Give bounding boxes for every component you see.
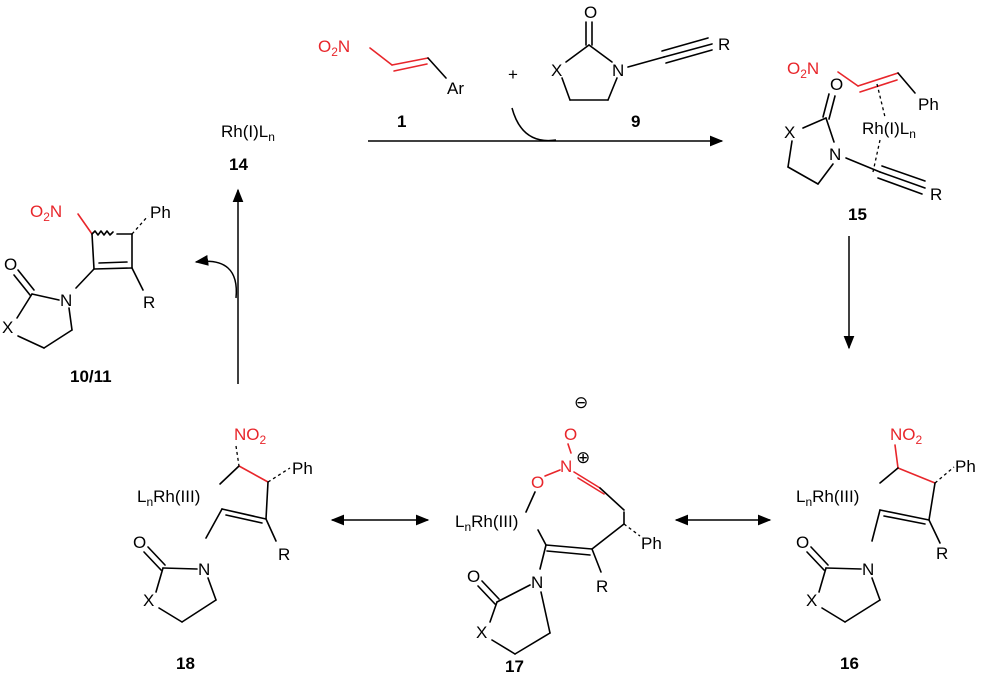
catalyst-14: Rh(I)Ln 14 xyxy=(221,122,275,174)
n-plus-17: N xyxy=(560,457,572,476)
phenyl-label-18: Ph xyxy=(292,459,313,478)
x-atom-18: X xyxy=(143,591,154,610)
compound-number-15: 15 xyxy=(848,205,867,224)
compound-number-14: 14 xyxy=(229,155,248,174)
n-atom-16: N xyxy=(862,560,874,579)
compound-number-9: 9 xyxy=(631,112,640,131)
compound-16: NO2 Ph LnRh(III) R N O X 16 xyxy=(796,425,976,673)
nitro-label-18: NO2 xyxy=(234,425,267,447)
rh-label-16: LnRh(III) xyxy=(796,487,859,509)
r-group-9: R xyxy=(718,35,730,54)
compound-15: O2N Ph Rh(I)Ln O X N R 15 xyxy=(784,59,942,224)
plus-charge: ⊕ xyxy=(576,448,590,467)
phenyl-label-16: Ph xyxy=(955,457,976,476)
rh-label-18: LnRh(III) xyxy=(137,487,200,509)
minus-charge: ⊖ xyxy=(574,393,588,412)
r-group-18: R xyxy=(278,545,290,564)
n-atom-18: N xyxy=(198,560,210,579)
phenyl-label-10-11: Ph xyxy=(150,203,171,222)
x-atom-16: X xyxy=(806,591,817,610)
o-minus-17: O xyxy=(564,425,577,444)
n-atom-9: N xyxy=(612,61,624,80)
carbonyl-o-17: O xyxy=(467,567,480,586)
n-atom-10-11: N xyxy=(60,291,72,310)
nitro-label-10-11: O2N xyxy=(30,202,62,224)
plus-sign: + xyxy=(508,65,518,84)
aryl-label: Ar xyxy=(447,79,464,98)
nitro-label-15: O2N xyxy=(787,59,819,81)
top-reaction-arrow xyxy=(368,107,724,147)
compound-1: O2N Ar 1 xyxy=(318,37,464,131)
compound-number-10-11: 10/11 xyxy=(70,367,112,386)
o-link-17: O xyxy=(531,473,544,492)
compound-number-17: 17 xyxy=(505,657,524,676)
carbonyl-o-9: O xyxy=(584,3,597,22)
compound-number-1: 1 xyxy=(397,112,406,131)
r-group-16: R xyxy=(936,544,948,563)
nitro-label-1: O2N xyxy=(318,37,350,59)
compound-10-11: O2N Ph R N O X 10/11 xyxy=(2,202,171,386)
n-atom-17: N xyxy=(531,573,543,592)
x-atom-17: X xyxy=(476,623,487,642)
r-group-15: R xyxy=(930,185,942,204)
rh-catalyst-label: Rh(I)Ln xyxy=(221,122,275,144)
arrow-18-to-14 xyxy=(194,188,244,384)
compound-18: NO2 Ph LnRh(III) R N O X 18 xyxy=(133,425,313,673)
nitro-label-16: NO2 xyxy=(890,425,923,447)
carbonyl-o-16: O xyxy=(796,533,809,552)
phenyl-label-15: Ph xyxy=(918,95,939,114)
carbonyl-o-10-11: O xyxy=(4,255,17,274)
r-group-10-11: R xyxy=(143,293,155,312)
compound-9: O X N R 9 xyxy=(551,3,730,131)
rh-label-15: Rh(I)Ln xyxy=(862,119,916,141)
rh-label-17: LnRh(III) xyxy=(455,512,518,534)
compound-17: ⊖ O N ⊕ O LnRh(III) Ph R N O X 17 xyxy=(455,393,662,676)
x-atom-9: X xyxy=(551,61,562,80)
phenyl-label-17: Ph xyxy=(641,534,662,553)
carbonyl-o-18: O xyxy=(133,533,146,552)
x-atom-15: X xyxy=(784,123,795,142)
compound-number-16: 16 xyxy=(840,654,859,673)
compound-number-18: 18 xyxy=(176,654,195,673)
n-atom-15: N xyxy=(829,145,841,164)
carbonyl-o-15: O xyxy=(830,75,843,94)
x-atom-10-11: X xyxy=(2,318,13,337)
r-group-17: R xyxy=(596,577,608,596)
